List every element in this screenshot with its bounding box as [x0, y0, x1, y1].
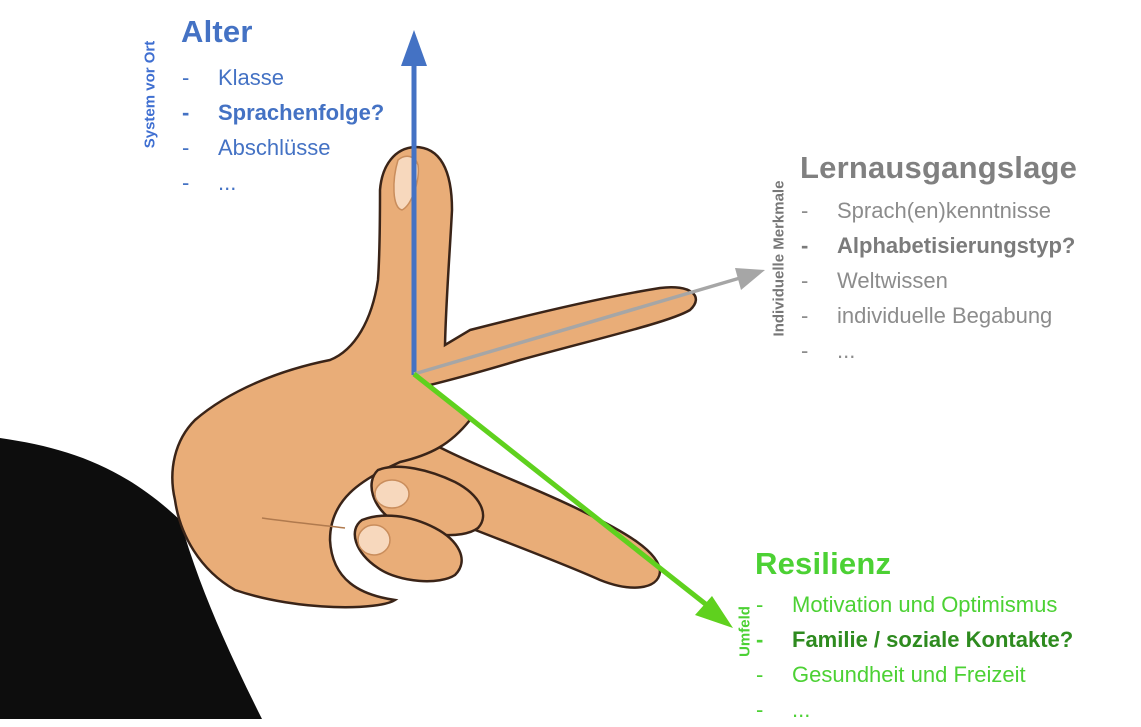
list-item-text: ...: [837, 338, 856, 363]
axis-line-green: [412, 372, 710, 608]
list-dash: -: [182, 135, 190, 160]
list-item-text: Weltwissen: [837, 268, 948, 293]
list-item-text: ...: [792, 697, 811, 722]
list-item-text: Abschlüsse: [218, 135, 331, 160]
list-item-text: Klasse: [218, 65, 285, 90]
axis-arrowhead-green: [695, 596, 733, 628]
list-item: -...: [801, 333, 1077, 368]
alter-block: Alter - Klasse - Sprachenfolge? - Abschlüss…: [181, 16, 385, 200]
lernausgangslage-list: - Sprach(en)kenntnisse - Alphabetisierungs…: [801, 193, 1077, 368]
fingernail-lower: [357, 524, 391, 556]
lernausgangslage-title: Lernausgangslage: [800, 150, 1078, 185]
list-item: - Sprach(en)kenntnisse: [801, 193, 1077, 228]
list-dash: -: [756, 662, 764, 687]
list-item: - Gesundheit und Freizeit: [756, 657, 1073, 692]
lernausgangslage-block: Lernausgangslage - Sprach(en)kenntnisse -…: [800, 152, 1077, 368]
list-item-text: Familie / soziale Kontakte?: [792, 627, 1074, 652]
list-dash: -: [801, 268, 809, 293]
sleeve: [0, 438, 262, 719]
resilienz-title: Resilienz: [755, 546, 892, 581]
list-dash: -: [182, 100, 190, 125]
list-dash: -: [182, 65, 190, 90]
list-dash: -: [756, 592, 764, 617]
list-dash: -: [756, 697, 764, 722]
list-item-text: Gesundheit und Freizeit: [792, 662, 1026, 687]
list-item: - Weltwissen: [801, 263, 1077, 298]
list-item-text: Alphabetisierungstyp?: [837, 233, 1076, 258]
axis-label-individuelle-merkmale: Individuelle Merkmale: [770, 180, 788, 337]
list-item: - Sprachenfolge?: [182, 95, 385, 130]
list-dash: -: [801, 198, 809, 223]
list-item: - Klasse: [182, 60, 384, 95]
axis-arrowhead-grey: [735, 268, 765, 290]
list-dash: -: [182, 170, 190, 195]
list-dash: -: [801, 338, 809, 363]
list-item: - Alphabetisierungstyp?: [801, 228, 1077, 263]
palm: [171, 145, 697, 609]
fingernail-upper: [374, 479, 410, 509]
list-dash: -: [801, 233, 809, 258]
resilienz-block: Resilienz - Motivation und Optimismus - Fa…: [755, 548, 1074, 727]
axis-line-grey: [413, 276, 741, 376]
list-item-text: Sprachenfolge?: [218, 100, 385, 125]
axis-label-umfeld: Umfeld: [736, 606, 754, 657]
resilienz-list: - Motivation und Optimismus - Familie / so…: [756, 587, 1074, 727]
list-dash: -: [801, 303, 809, 328]
alter-list: - Klasse - Sprachenfolge? - Abschlüsse -...: [182, 60, 385, 200]
list-item: - Familie / soziale Kontakte?: [756, 622, 1074, 657]
axis-label-system-vor-ort: System vor Ort: [141, 40, 159, 149]
list-item-text: Motivation und Optimismus: [792, 592, 1058, 617]
list-item-text: individuelle Begabung: [837, 303, 1053, 328]
list-item: -...: [182, 165, 384, 200]
axis-arrowhead-vertical: [401, 30, 427, 66]
list-item-text: ...: [218, 170, 237, 195]
list-item: -...: [756, 692, 1073, 727]
palm-crease: [261, 517, 346, 529]
list-item: - Motivation und Optimismus: [756, 587, 1073, 622]
list-item: - individuelle Begabung: [801, 298, 1077, 333]
list-item: - Abschlüsse: [182, 130, 384, 165]
list-item-text: Sprach(en)kenntnisse: [837, 198, 1052, 223]
list-dash: -: [756, 627, 764, 652]
alter-title: Alter: [181, 14, 253, 49]
